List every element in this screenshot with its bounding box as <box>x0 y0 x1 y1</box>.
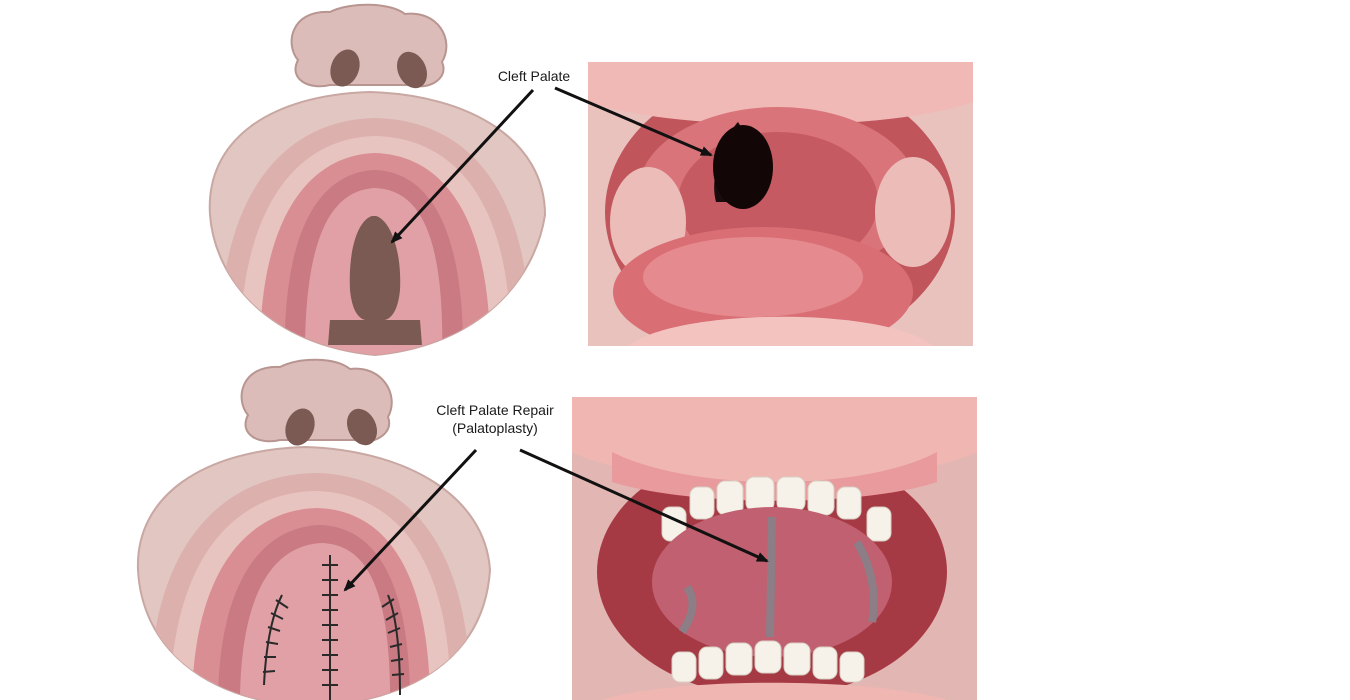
cleft-palate-photo <box>588 62 973 346</box>
cleft-palate-illustration <box>180 0 565 360</box>
cleft-palate-repair-label: Cleft Palate Repair (Palatoplasty) <box>415 401 575 437</box>
palate-repair-photo <box>572 397 977 700</box>
repair-label-line2: (Palatoplasty) <box>452 420 538 436</box>
cleft-palate-label: Cleft Palate <box>497 68 571 84</box>
repair-label-line1: Cleft Palate Repair <box>436 402 554 418</box>
